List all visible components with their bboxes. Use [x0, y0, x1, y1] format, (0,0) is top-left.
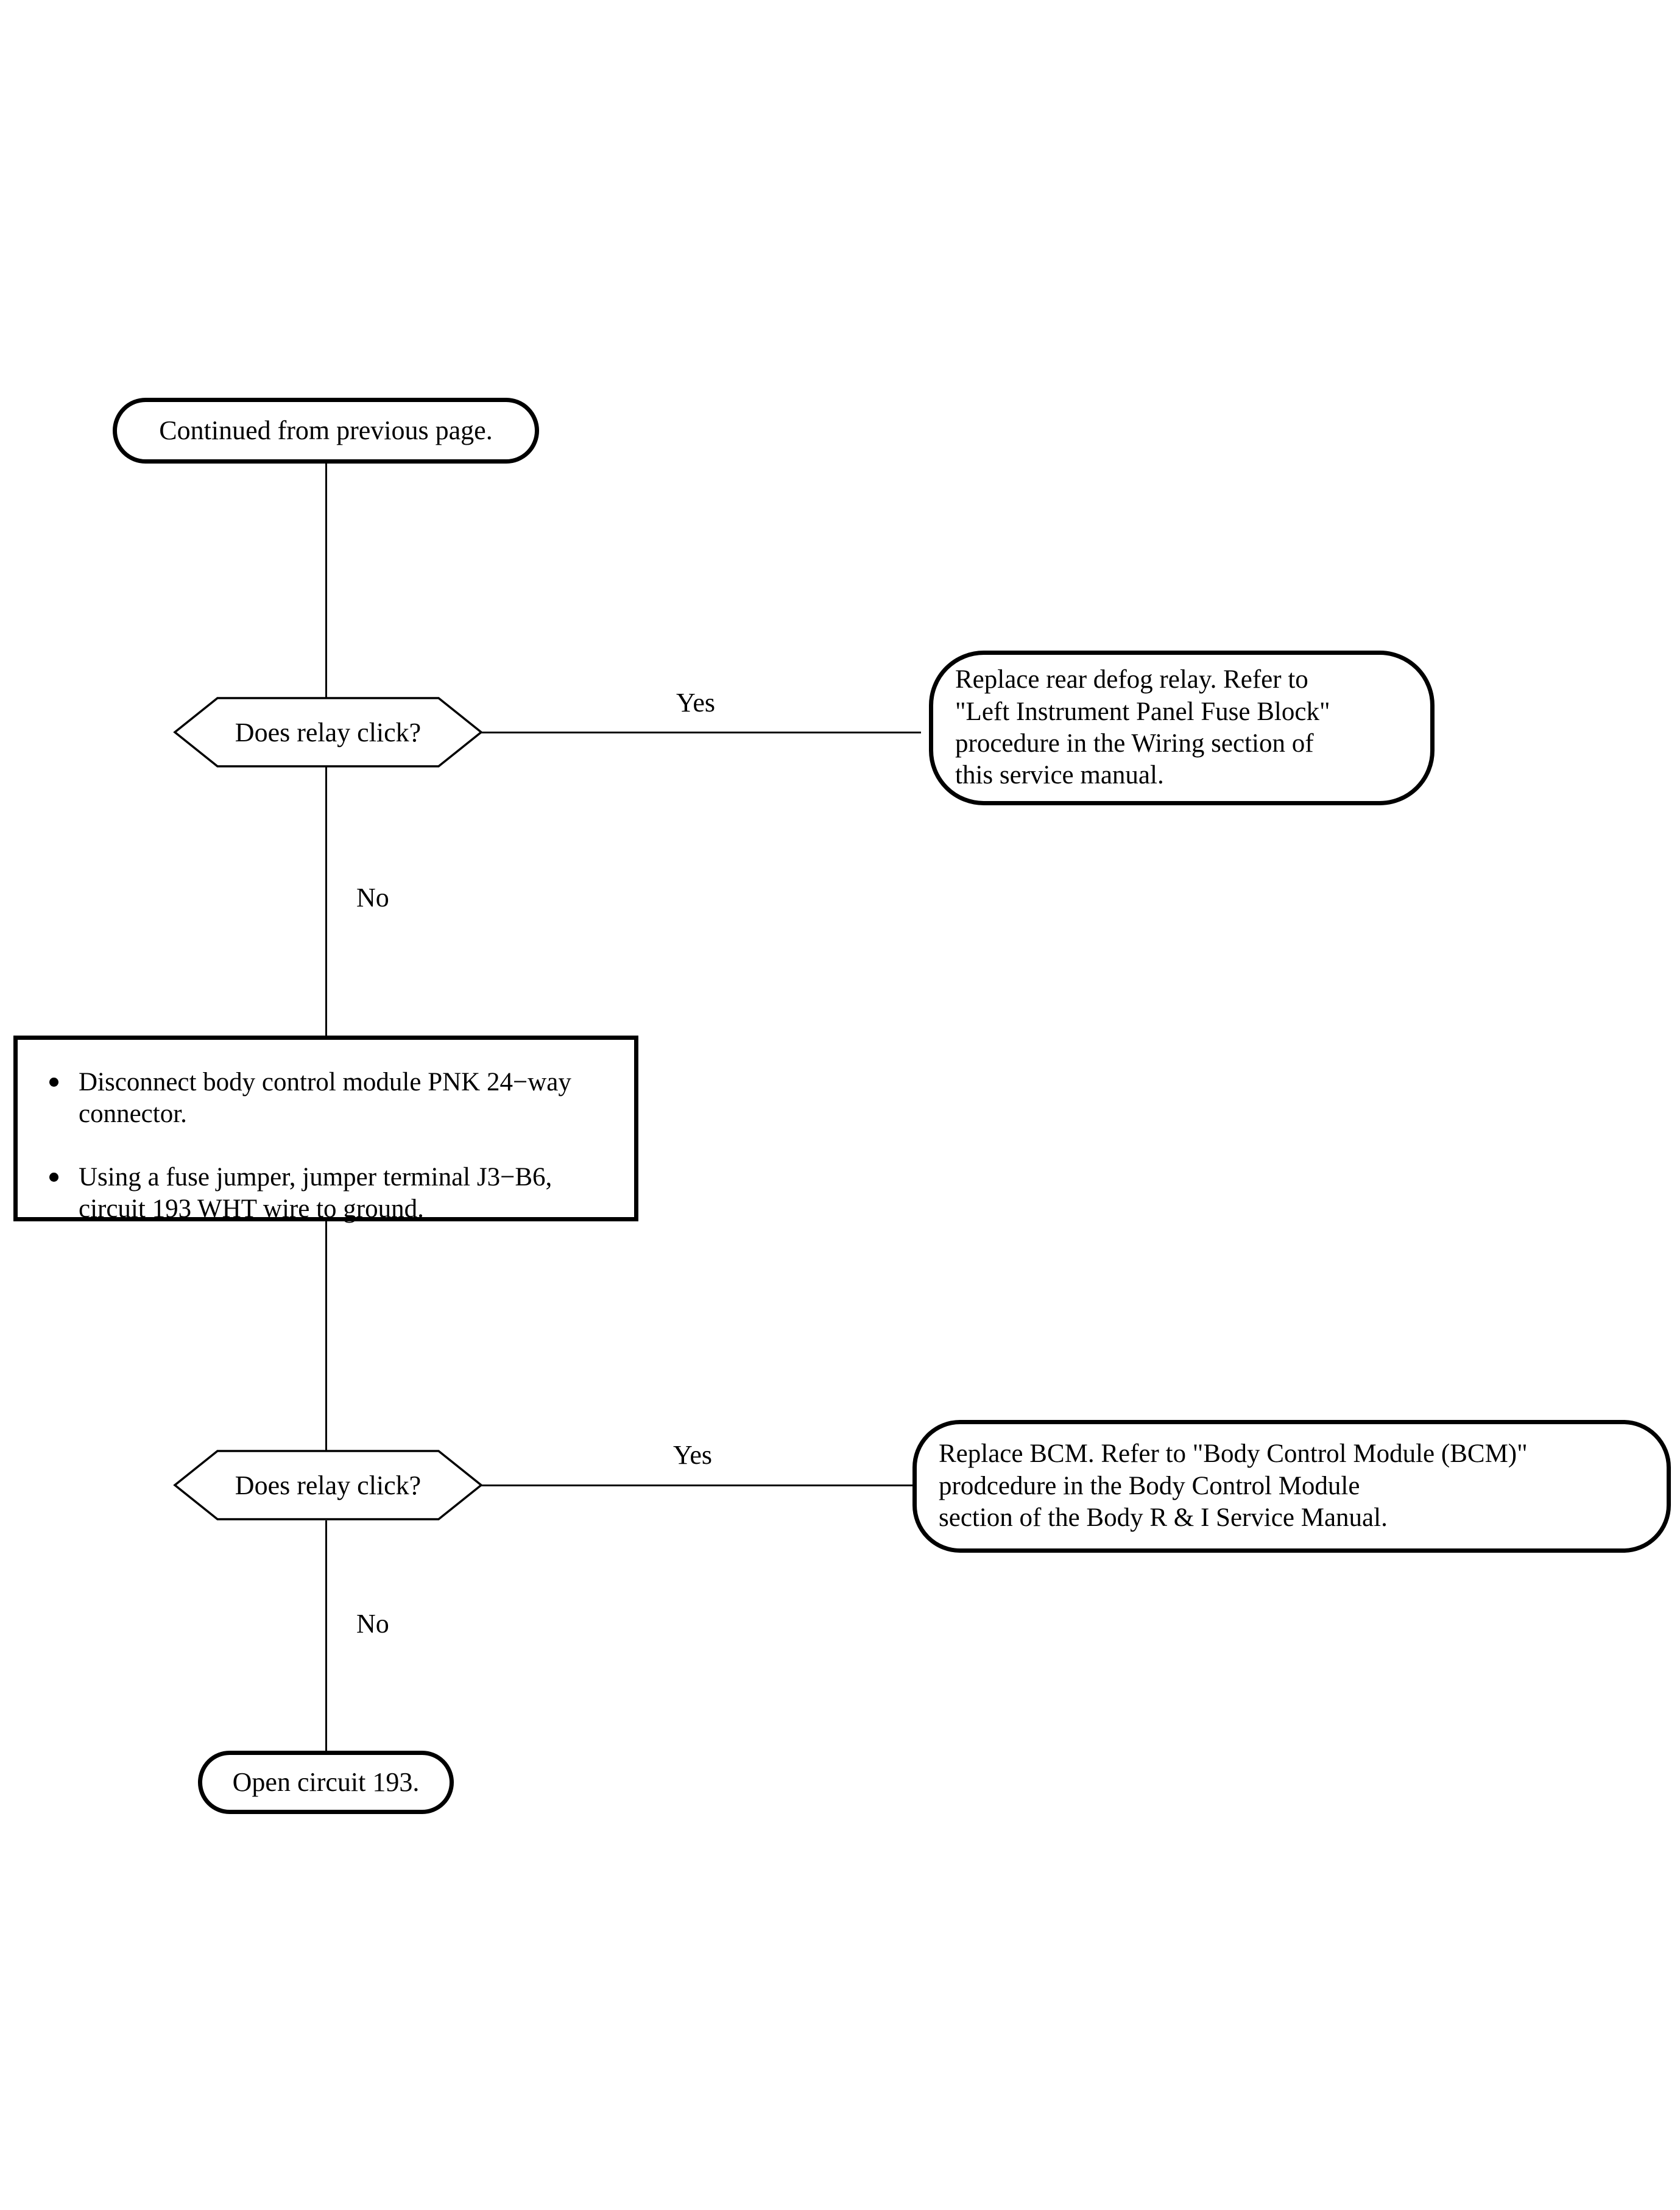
process-disconnect-and-jumper-steps[interactable]: Disconnect body control module PNK 24−wa… — [13, 1036, 638, 1223]
instruction-list: Disconnect body control module PNK 24−wa… — [34, 1067, 618, 1225]
terminator-open-circuit-193[interactable]: Open circuit 193. — [198, 1751, 454, 1814]
result-line: Replace rear defog relay. Refer to — [955, 665, 1308, 694]
result-replace-bcm[interactable]: Replace BCM. Refer to "Body Control Modu… — [912, 1420, 1671, 1553]
result-line: "Left Instrument Panel Fuse Block" — [955, 697, 1330, 726]
connector-decision-1-yes — [481, 732, 921, 733]
result-line: Replace BCM. Refer to "Body Control Modu… — [939, 1439, 1528, 1469]
hexagon-shape — [173, 1450, 483, 1520]
result-text: Replace BCM. Refer to "Body Control Modu… — [917, 1438, 1540, 1534]
list-item-text: Disconnect body control module PNK 24−wa… — [79, 1068, 571, 1129]
connector-decision-2-yes — [481, 1485, 917, 1486]
terminator-label: Open circuit 193. — [232, 1767, 420, 1797]
result-replace-rear-defog-relay[interactable]: Replace rear defog relay. Refer to "Left… — [929, 651, 1435, 805]
connector-start-to-decision-1 — [325, 463, 327, 699]
list-item-text: Using a fuse jumper, jumper terminal J3−… — [79, 1163, 552, 1224]
edge-label-decision-2-yes: Yes — [673, 1440, 713, 1470]
bullet-icon — [49, 1173, 58, 1182]
decision-does-relay-click-1[interactable]: Does relay click? — [173, 697, 483, 768]
result-line: section of the Body R & I Service Manual… — [939, 1503, 1388, 1533]
terminator-label: Continued from previous page. — [159, 415, 493, 445]
edge-label-decision-1-no: No — [356, 883, 389, 913]
edge-label-decision-1-yes: Yes — [676, 688, 716, 718]
connector-decision-2-no — [325, 1520, 327, 1753]
result-line: this service manual. — [955, 761, 1164, 790]
result-text: Replace rear defog relay. Refer to "Left… — [933, 664, 1343, 792]
decision-label: Does relay click? — [235, 1470, 422, 1500]
list-item: Using a fuse jumper, jumper terminal J3−… — [34, 1162, 618, 1225]
bullet-icon — [49, 1078, 58, 1087]
connector-process-to-decision-2 — [325, 1220, 327, 1452]
list-item: Disconnect body control module PNK 24−wa… — [34, 1067, 618, 1130]
result-line: prodcedure in the Body Control Module — [939, 1471, 1360, 1500]
terminator-continued-from-previous-page[interactable]: Continued from previous page. — [113, 398, 539, 464]
decision-label: Does relay click? — [235, 717, 422, 747]
decision-does-relay-click-2[interactable]: Does relay click? — [173, 1450, 483, 1520]
connector-decision-1-no — [325, 766, 327, 1037]
edge-label-decision-2-no: No — [356, 1609, 389, 1639]
result-line: procedure in the Wiring section of — [955, 729, 1314, 758]
hexagon-shape — [173, 697, 483, 768]
